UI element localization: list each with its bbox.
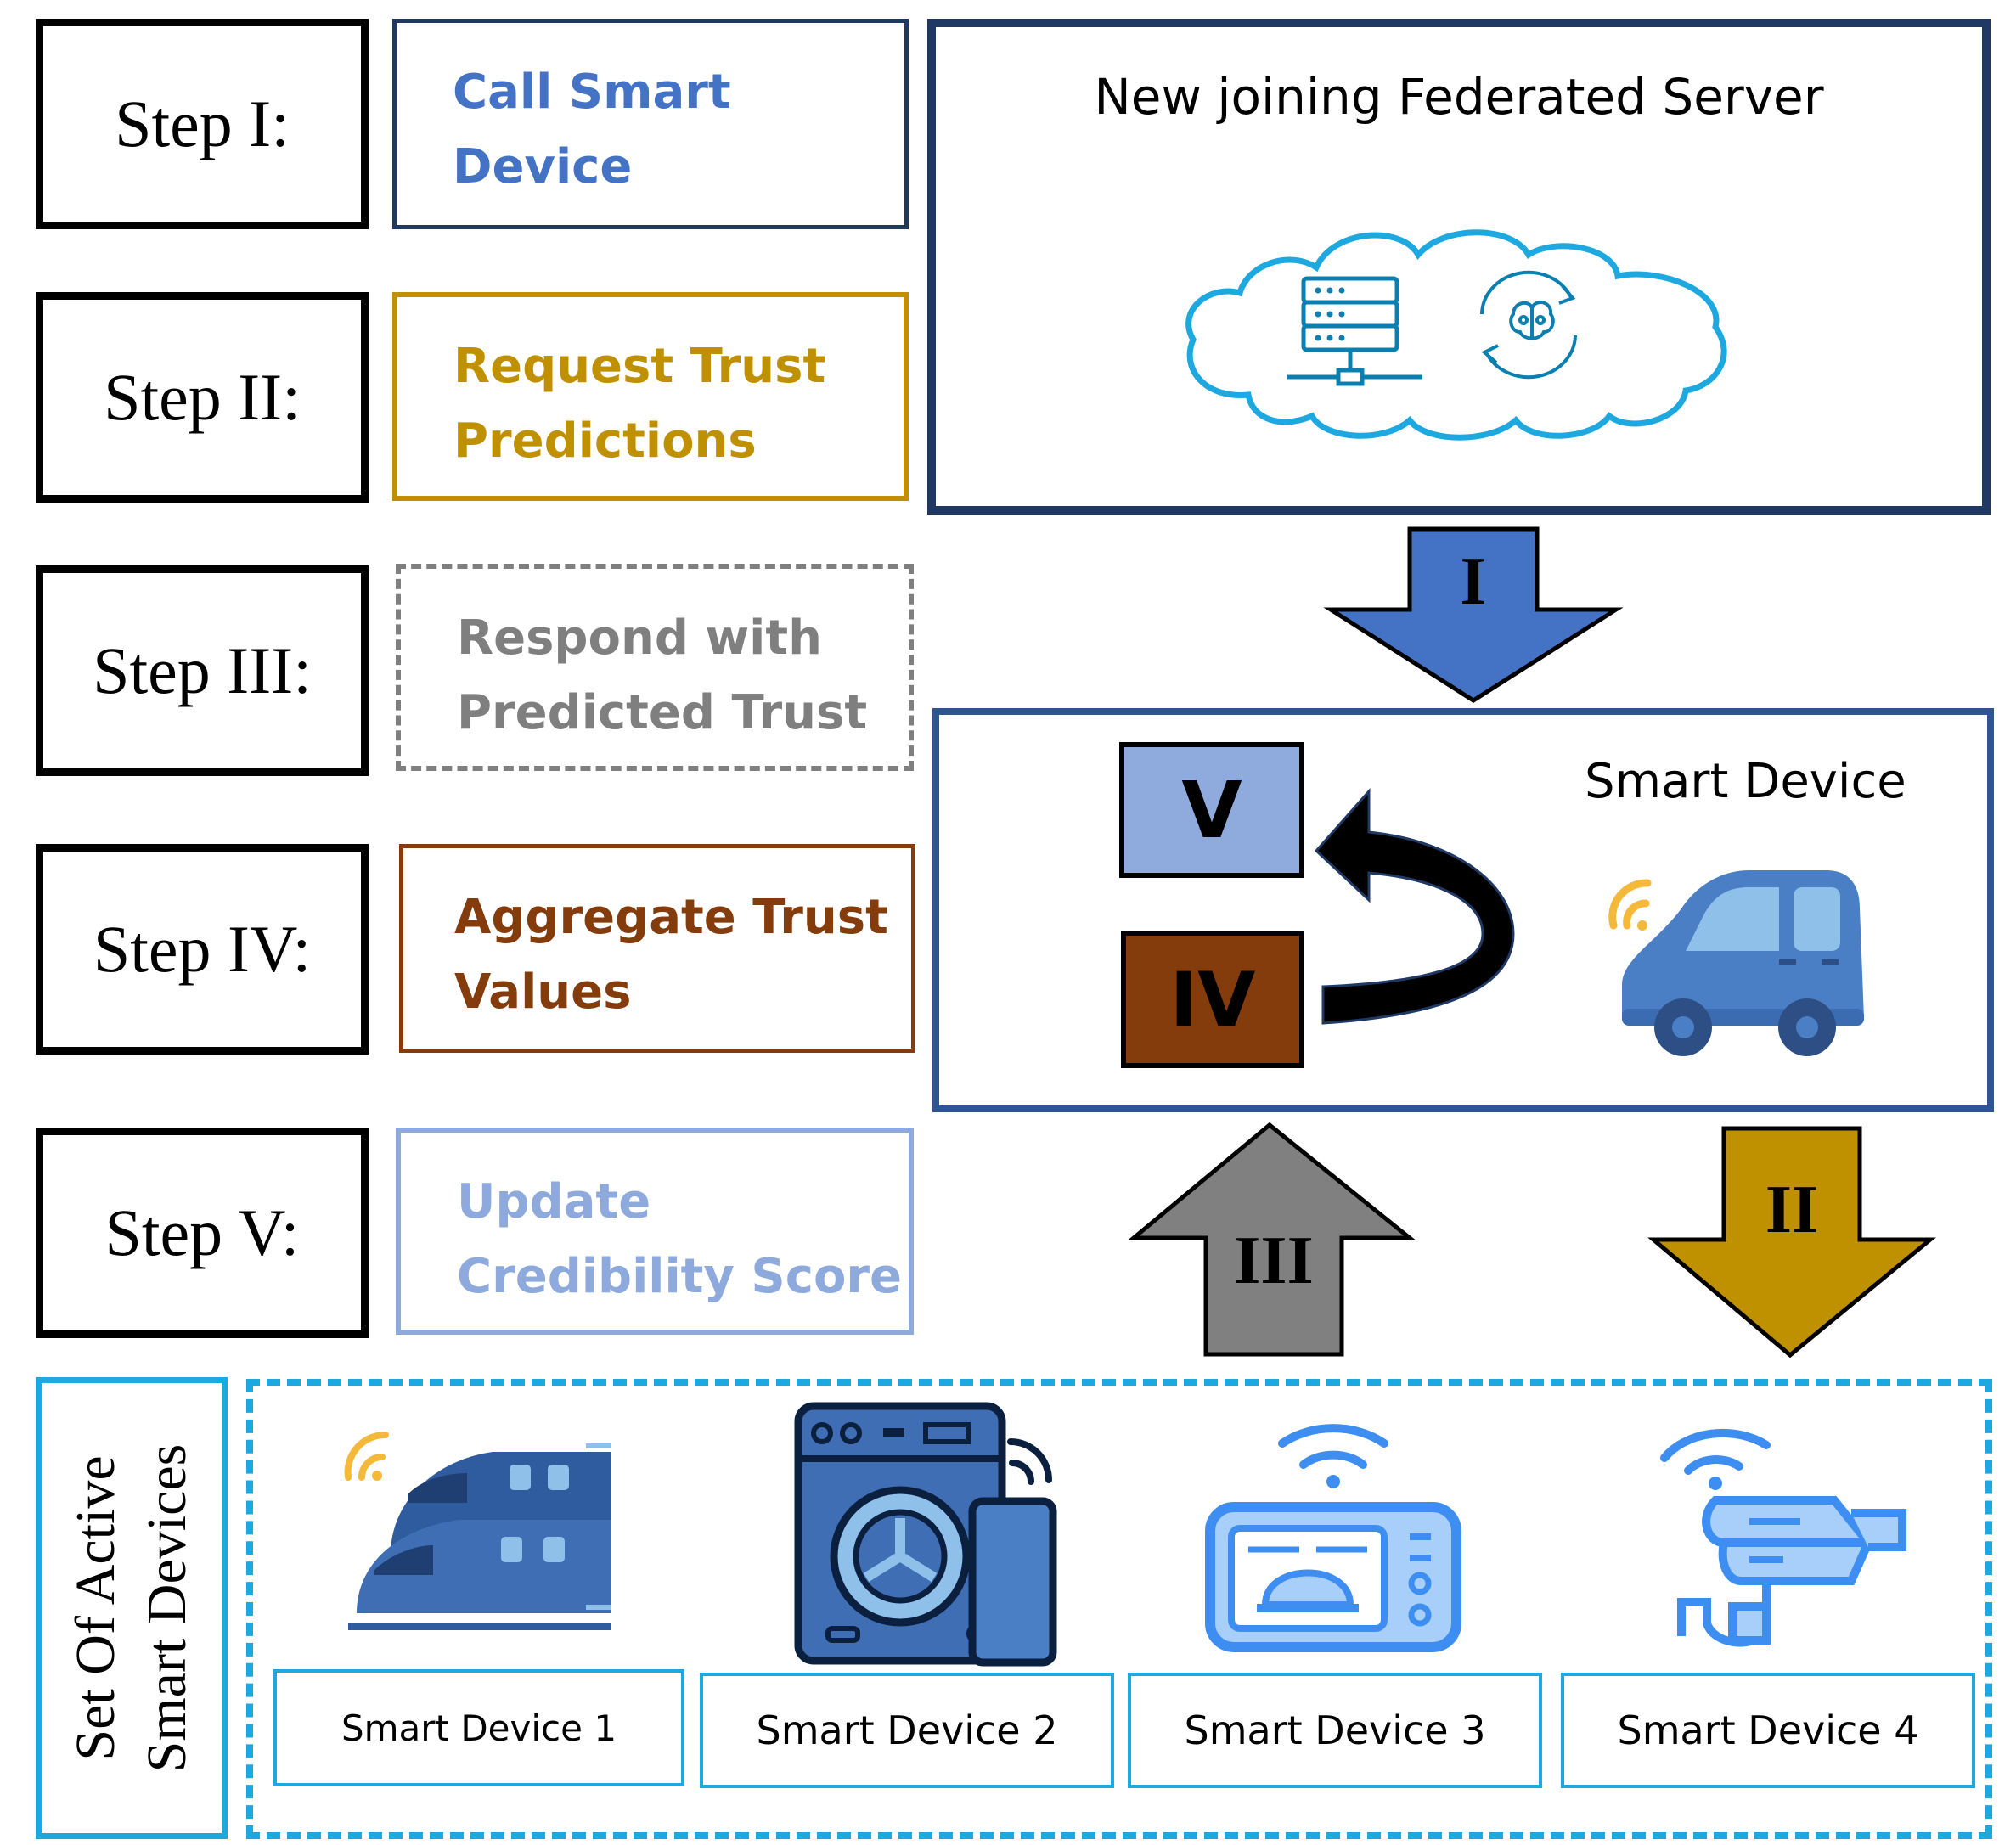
step-1-label: Step I:: [115, 87, 290, 160]
arrow-step-3-label: III: [1234, 1223, 1314, 1298]
step-4-desc-line1: Aggregate Trust: [454, 890, 888, 945]
arrow-step-3: [1128, 1122, 1416, 1357]
step-5-label-box: Step V:: [36, 1128, 369, 1338]
step-1-desc-line1: Call Smart: [453, 65, 731, 120]
step-1-desc-line2: Device: [453, 139, 633, 194]
device-3-label: Smart Device 3: [1128, 1673, 1542, 1788]
step-1-label-box: Step I:: [36, 19, 369, 229]
step-3-desc-line1: Respond with: [457, 610, 823, 666]
step-2-desc-line1: Request Trust: [453, 339, 826, 394]
step-4-label-box: Step IV:: [36, 844, 369, 1055]
step-3-description: Respond with Predicted Trust: [396, 564, 914, 771]
step-5-description: Update Credibility Score: [396, 1128, 914, 1335]
security-camera-icon: [1660, 1428, 1906, 1647]
step-4-box-label: IV: [1169, 955, 1256, 1043]
device-4-label: Smart Device 4: [1561, 1673, 1975, 1788]
ai-brain-sync-icon: [1480, 270, 1577, 380]
step-5-desc-line2: Credibility Score: [457, 1249, 903, 1304]
step-1-description: Call Smart Device: [392, 19, 909, 229]
step-4-description: Aggregate Trust Values: [399, 844, 915, 1053]
step-5-desc-line1: Update: [457, 1174, 651, 1229]
federated-server-title: New joining Federated Server: [1094, 68, 1824, 126]
step-2-desc-line2: Predictions: [453, 413, 757, 469]
server-rack-icon: [1287, 276, 1422, 386]
step-3-label: Step III:: [93, 633, 312, 707]
arrow-step-2: [1647, 1126, 1936, 1358]
train-icon: [344, 1431, 611, 1630]
active-set-title: Set Of Active Smart Devices: [60, 1379, 203, 1837]
arrow-step-1: [1323, 526, 1624, 703]
step-5-box: V: [1119, 742, 1304, 878]
curved-arrow-iv-to-v: [1314, 788, 1515, 1025]
active-set-title-box: Set Of Active Smart Devices: [36, 1377, 228, 1839]
arrow-step-2-label: II: [1765, 1173, 1819, 1247]
step-3-desc-line2: Predicted Trust: [457, 685, 868, 740]
washing-machine-icon: [794, 1402, 1057, 1667]
active-devices-container: [246, 1379, 1992, 1839]
arrow-step-1-label: I: [1460, 544, 1487, 619]
cloud-icon: [1185, 229, 1727, 441]
microwave-icon: [1205, 1424, 1461, 1652]
step-2-label: Step II:: [104, 360, 301, 434]
step-2-label-box: Step II:: [36, 292, 369, 503]
step-4-box: IV: [1121, 931, 1304, 1068]
device-1-label: Smart Device 1: [273, 1669, 684, 1786]
device-3-label-text: Smart Device 3: [1184, 1707, 1486, 1753]
step-4-label: Step IV:: [93, 912, 312, 986]
active-set-title-line1: Set Of Active: [65, 1455, 127, 1761]
device-2-label-text: Smart Device 2: [756, 1707, 1058, 1753]
car-icon: [1608, 870, 1864, 1056]
device-2-label: Smart Device 2: [700, 1673, 1114, 1788]
step-2-description: Request Trust Predictions: [392, 292, 909, 501]
smart-device-title: Smart Device: [1585, 754, 1906, 809]
step-4-desc-line2: Values: [454, 965, 632, 1020]
step-5-label: Step V:: [104, 1195, 300, 1269]
active-set-title-line2: Smart Devices: [136, 1443, 198, 1773]
step-3-label-box: Step III:: [36, 565, 369, 776]
device-1-label-text: Smart Device 1: [341, 1707, 617, 1749]
device-4-label-text: Smart Device 4: [1617, 1707, 1919, 1753]
step-5-box-label: V: [1181, 764, 1242, 856]
